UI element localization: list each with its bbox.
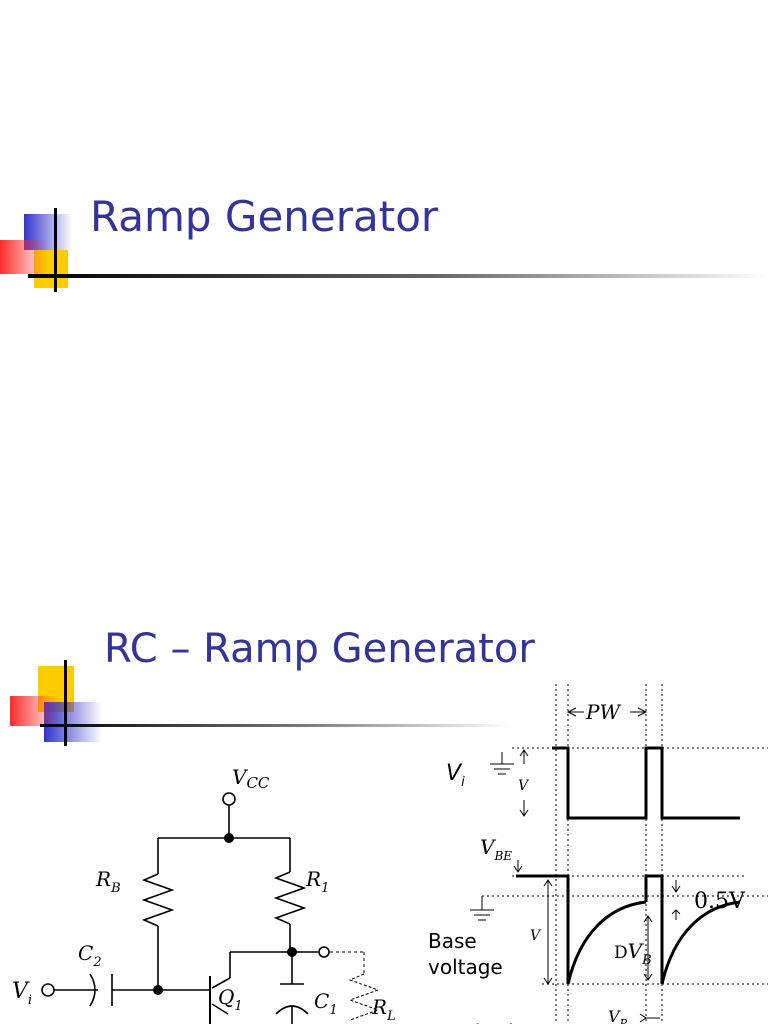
slide-ramp-generator: Ramp Generator — [0, 192, 768, 292]
vi-waveform — [552, 746, 740, 820]
pw-label: PW — [585, 700, 621, 724]
output-terminal — [318, 946, 330, 958]
svg-text:VCC: VCC — [232, 765, 270, 792]
svg-text:VP: VP — [608, 1007, 628, 1024]
title-decoration — [0, 208, 768, 292]
svg-text:VBE: VBE — [480, 835, 512, 863]
delta-vb-label: V — [628, 939, 645, 963]
vbe-label: V — [480, 835, 497, 859]
vi-waveform-label: V — [446, 761, 463, 786]
c2-capacitor — [89, 973, 96, 1007]
r1-label: R — [305, 867, 321, 891]
ground-icon — [470, 896, 494, 921]
svg-text:C2: C2 — [78, 941, 102, 970]
r1-resistor — [273, 871, 307, 925]
rl-label: R — [371, 995, 387, 1019]
svg-text:Vi: Vi — [12, 979, 32, 1008]
rl-load-resistor — [348, 973, 380, 1021]
input-terminal — [41, 983, 55, 997]
base-voltage-label-line1: Base — [428, 929, 477, 953]
timing-guides — [555, 684, 663, 1024]
v-amplitude-label: V — [518, 778, 530, 794]
vcc-terminal — [222, 792, 236, 806]
base-voltage-label-line2: voltage — [428, 955, 503, 979]
c2-label: C — [78, 941, 93, 965]
svg-text:DVB: DVB — [614, 939, 652, 968]
svg-text:Q1: Q1 — [218, 985, 243, 1014]
rb-label: R — [95, 867, 111, 891]
slide-title: RC – Ramp Generator — [104, 626, 535, 672]
half-v-label: 0.5V — [694, 889, 746, 914]
svg-text:R1: R1 — [305, 867, 329, 896]
slide-title: Ramp Generator — [90, 192, 439, 241]
svg-text:RL: RL — [371, 995, 396, 1024]
svg-text:Vi: Vi — [446, 761, 465, 790]
ground-icon — [490, 752, 514, 775]
rb-resistor — [141, 873, 175, 927]
title-decoration — [10, 660, 510, 746]
svg-text:RB: RB — [95, 867, 121, 896]
vi-input-label: V — [12, 979, 30, 1004]
vp-label: V — [608, 1007, 621, 1024]
vcc-label: V — [232, 765, 249, 789]
output-label: output — [450, 1019, 516, 1024]
c1-label: C — [314, 989, 329, 1013]
rc-ramp-circuit-diagram: VCC RB R1 RL C1 Q1 — [12, 765, 396, 1024]
q1-label: Q — [218, 985, 234, 1009]
svg-text:C1: C1 — [314, 989, 338, 1018]
v-amplitude-base-label: V — [530, 928, 542, 944]
delta-vb-prefix: D — [614, 943, 628, 963]
base-voltage-waveform — [516, 874, 570, 984]
slide-rc-ramp-generator: RC – Ramp Generator VCC RB R1 RL C1 — [0, 512, 768, 1024]
waveform-diagram: PW Vi V VBE — [428, 684, 768, 1024]
